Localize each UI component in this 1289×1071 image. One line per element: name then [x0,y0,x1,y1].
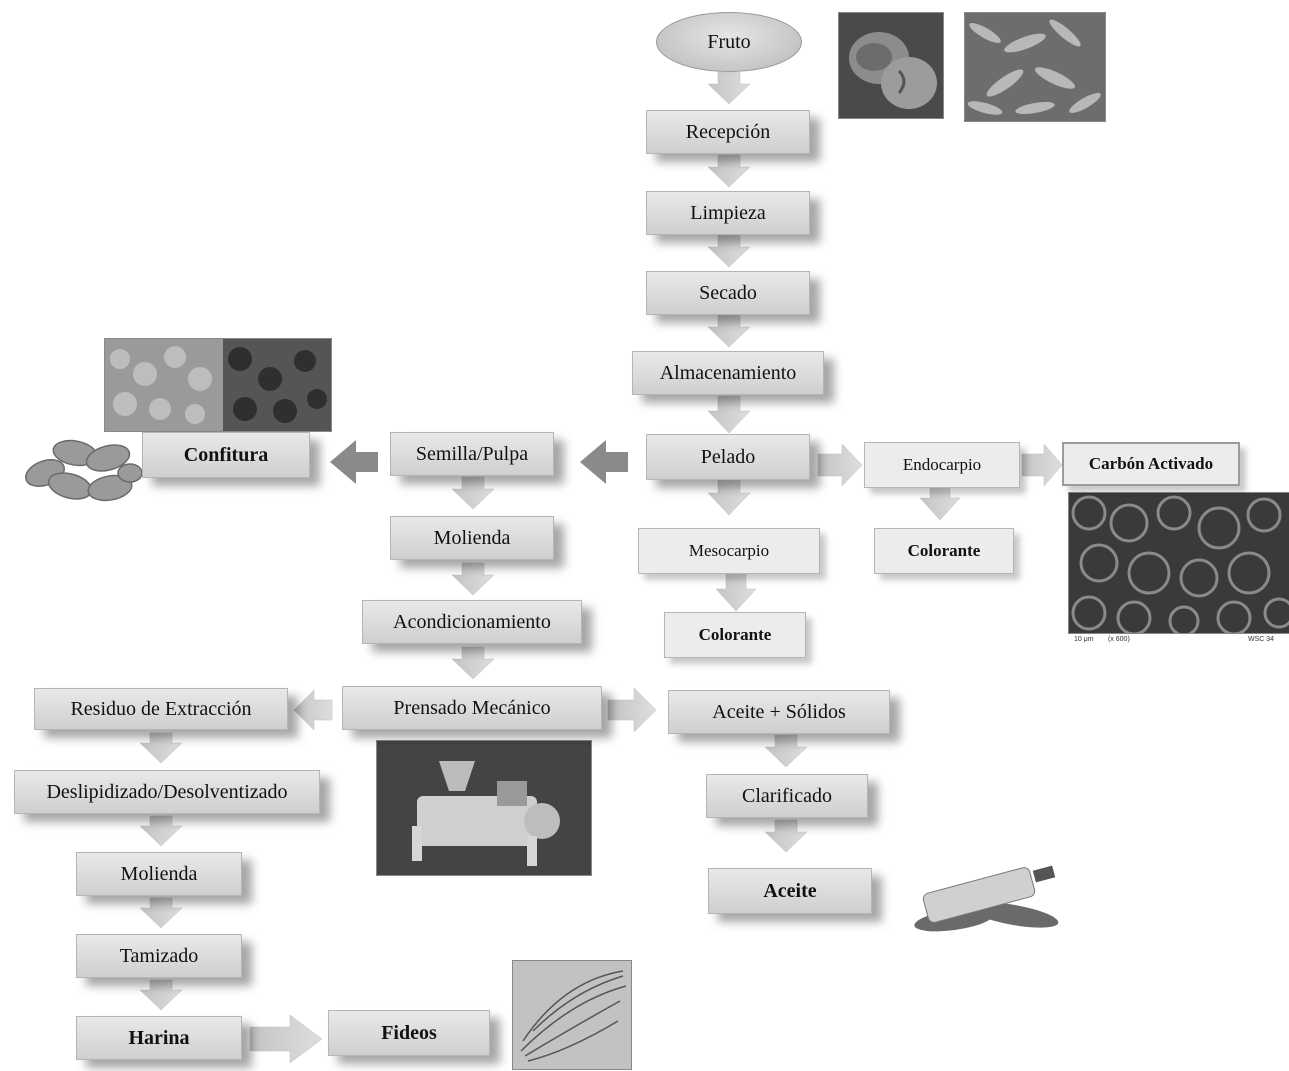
node-residuo-extraccion: Residuo de Extracción [34,688,288,730]
micrograph-code: WSC 34 [1248,636,1275,643]
arrow-secado-almacenamiento [707,314,751,348]
arrow-molienda-acond [451,562,495,596]
press-machine-photo [376,740,592,876]
arrow-fruto-recepcion [707,71,751,105]
walnut-kernels-photo [104,338,332,432]
node-molienda-1: Molienda [390,516,554,560]
node-aceite: Aceite [708,868,872,914]
walnut-fruit-photo [838,12,944,119]
arrow-semilla-confitura [330,440,378,484]
node-recepcion: Recepción [646,110,810,154]
node-molienda-2: Molienda [76,852,242,896]
arrow-mesocarpio-colorante [715,572,757,612]
node-confitura: Confitura [142,432,310,478]
arrow-endocarpio-carbon [1021,443,1063,487]
oil-bottle-photo [904,860,1076,936]
arrow-prensado-aceite [607,687,657,733]
node-fruto: Fruto [656,12,802,72]
noodles-photo [512,960,632,1070]
node-semilla-pulpa: Semilla/Pulpa [390,432,554,476]
node-prensado-mecanico: Prensado Mecánico [342,686,602,730]
arrow-endocarpio-colorante [919,487,961,521]
arrow-pelado-endocarpio [817,443,863,487]
node-fideos: Fideos [328,1010,490,1056]
arrow-aceite-clarificado [764,734,808,768]
node-colorante-mesocarpio: Colorante [664,612,806,658]
arrow-semilla-molienda [451,476,495,510]
arrow-acond-prensado [451,646,495,680]
arrow-harina-fideos [249,1014,323,1064]
arrow-clarificado-aceite [764,819,808,853]
node-tamizado: Tamizado [76,934,242,978]
node-acondicionamiento: Acondicionamiento [362,600,582,644]
arrow-residuo-deslip [139,732,183,764]
node-pelado: Pelado [646,434,810,480]
almonds-photo [20,428,142,510]
node-colorante-endocarpio: Colorante [874,528,1014,574]
micrograph-scale: 10 μm [1074,636,1094,643]
node-carbon-activado: Carbón Activado [1062,442,1240,486]
node-harina: Harina [76,1016,242,1060]
arrow-limpieza-secado [707,234,751,268]
micrograph-magnification: (x 600) [1108,636,1130,643]
node-secado: Secado [646,271,810,315]
node-aceite-solidos: Aceite + Sólidos [668,690,890,734]
arrow-recepcion-limpieza [707,154,751,188]
micrograph-caption: 10 μm (x 600) WSC 34 [1068,634,1288,648]
activated-carbon-micrograph [1068,492,1289,634]
node-clarificado: Clarificado [706,774,868,818]
arrow-almacenamiento-pelado [707,395,751,434]
node-limpieza: Limpieza [646,191,810,235]
arrow-pelado-mesocarpio [707,478,751,516]
node-almacenamiento: Almacenamiento [632,351,824,395]
arrow-deslip-molienda [139,815,183,847]
arrow-molienda-tamizado [139,897,183,929]
arrow-prensado-residuo [293,689,333,731]
node-mesocarpio: Mesocarpio [638,528,820,574]
walnut-tree-leaves-photo [964,12,1106,122]
arrow-tamizado-harina [139,979,183,1011]
node-deslipidizado: Deslipidizado/Desolventizado [14,770,320,814]
arrow-pelado-semilla [580,440,628,484]
node-endocarpio: Endocarpio [864,442,1020,488]
